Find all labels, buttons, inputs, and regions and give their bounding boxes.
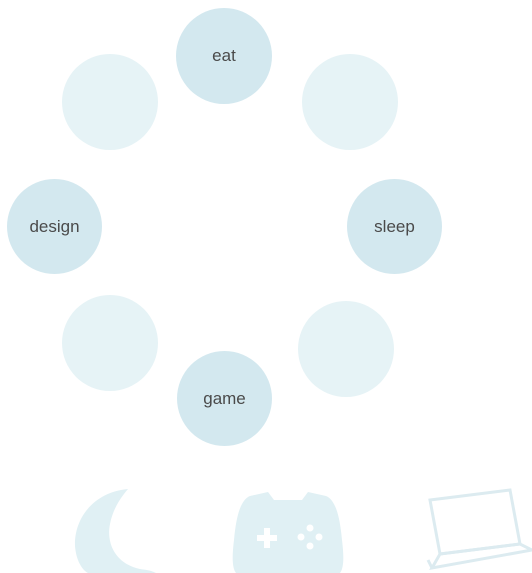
circle-game-label: game	[203, 388, 246, 408]
circle-empty-bottom-left[interactable]	[62, 295, 158, 391]
circle-empty-top-right[interactable]	[302, 54, 398, 150]
gamepad-icon	[232, 492, 344, 573]
circle-empty-top-left[interactable]	[62, 54, 158, 150]
circle-game[interactable]: game	[177, 351, 272, 446]
laptop-icon	[426, 488, 532, 571]
circle-design[interactable]: design	[7, 179, 102, 274]
circle-design-label: design	[29, 216, 80, 236]
circle-sleep[interactable]: sleep	[347, 179, 442, 274]
circle-eat[interactable]: eat	[176, 8, 272, 104]
circle-sleep-label: sleep	[374, 216, 415, 236]
circle-eat-label: eat	[212, 46, 236, 65]
moon-icon	[74, 489, 156, 573]
circle-empty-bottom-right[interactable]	[298, 301, 394, 397]
